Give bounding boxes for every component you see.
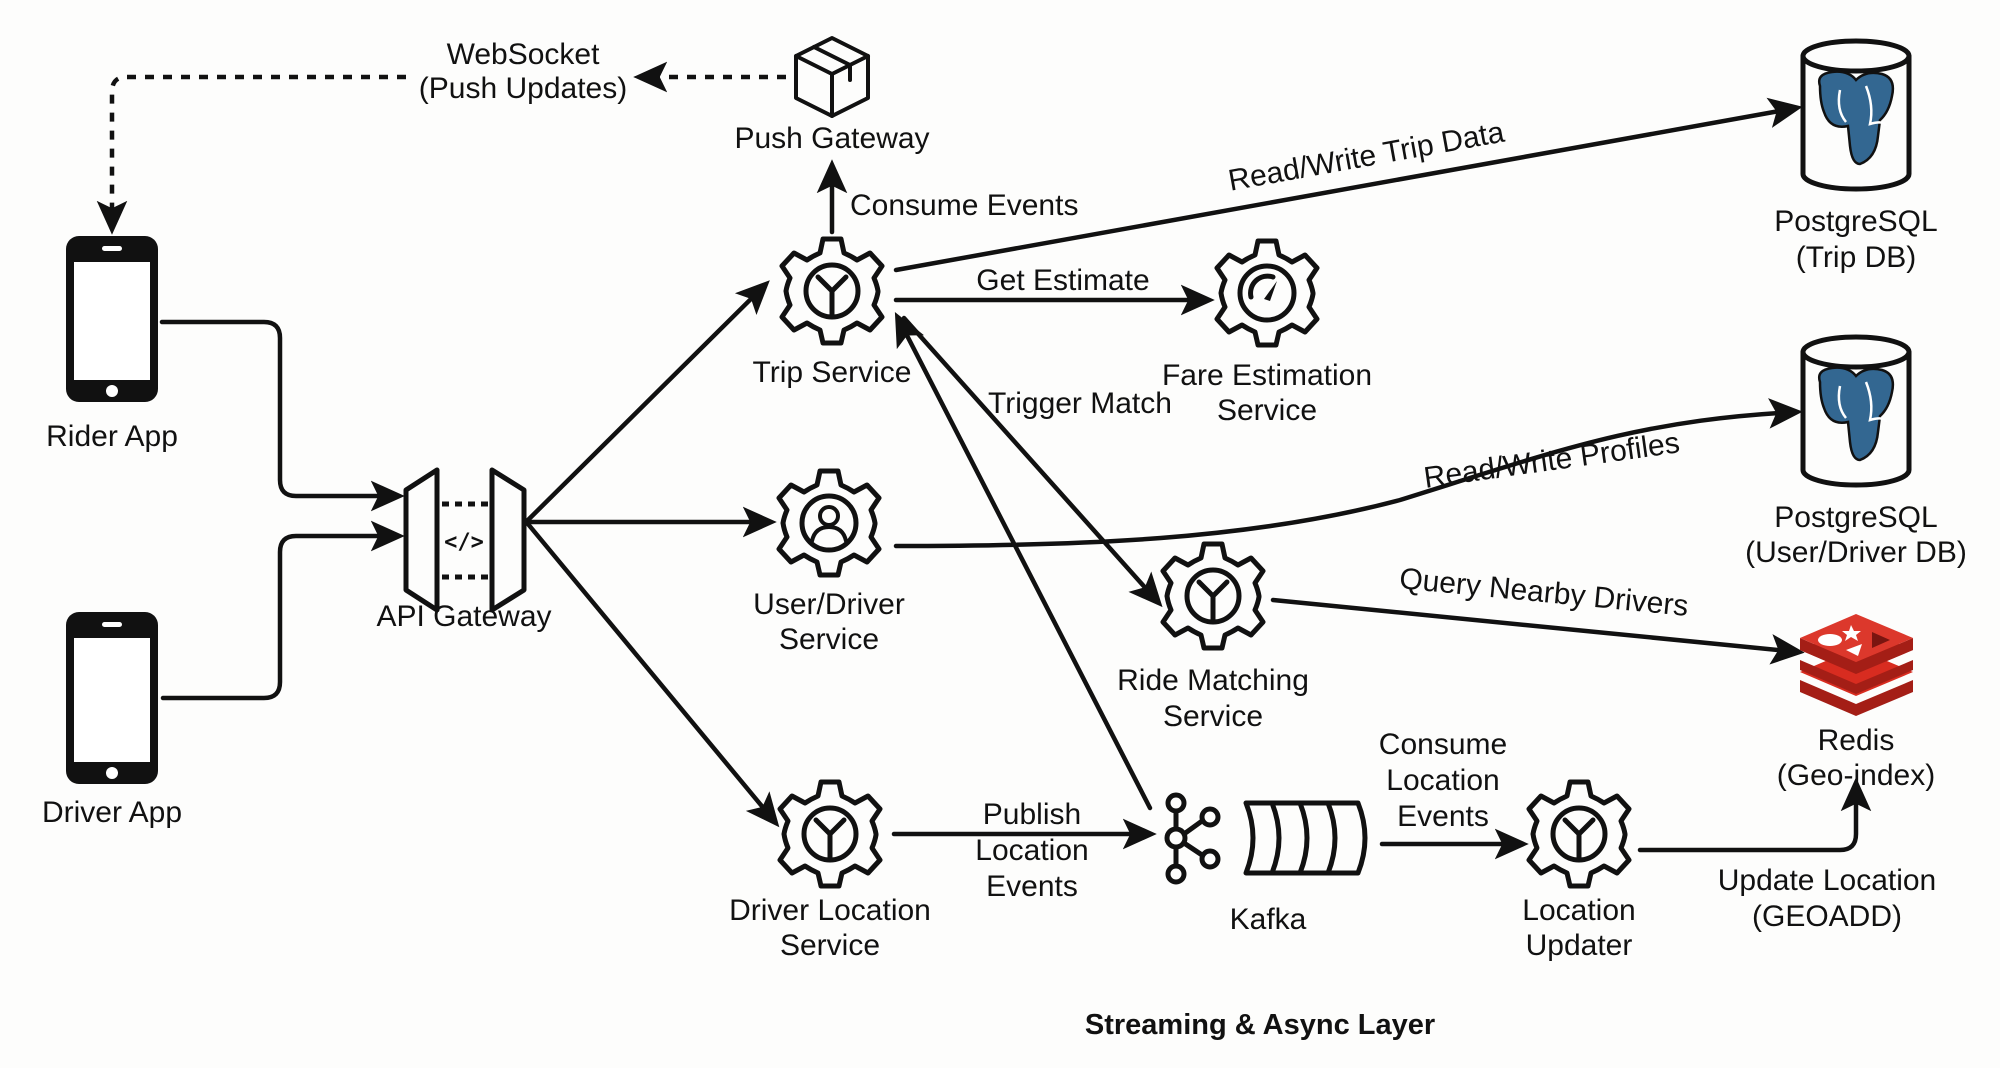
gear-icon xyxy=(1163,544,1263,648)
edge-trip-to-ride-matching xyxy=(901,315,1163,608)
edge-driver-to-api xyxy=(160,520,405,701)
streaming-layer-title: Streaming & Async Layer xyxy=(1085,1009,1435,1041)
node-label: Ride Matching xyxy=(1117,664,1309,697)
edge-label-update-location: Update Location xyxy=(1718,864,1937,897)
box-icon xyxy=(794,36,870,118)
queue-icon xyxy=(1243,800,1368,876)
gear-icon xyxy=(780,782,880,886)
edge-label-publish: Publish xyxy=(983,798,1081,831)
node-rider-app[interactable]: Rider App xyxy=(46,236,178,453)
edge-label-trigger-match: Trigger Match xyxy=(988,387,1172,420)
gear-icon xyxy=(1529,782,1629,886)
edge-label-publish-2: Location xyxy=(975,834,1088,867)
edge-label-consume-location: Consume xyxy=(1379,728,1507,761)
node-label: Redis xyxy=(1818,724,1895,757)
node-location-updater[interactable]: Location Updater xyxy=(1522,782,1636,962)
kafka-icon xyxy=(1164,792,1221,885)
edge-websocket-to-rider xyxy=(96,74,406,235)
edge-rider-to-api xyxy=(159,319,405,512)
node-label-line2: Service xyxy=(1163,700,1263,733)
postgresql-elephant-icon xyxy=(1818,366,1895,462)
node-label-line2: (Geo-index) xyxy=(1777,759,1935,792)
postgresql-database-icon xyxy=(1800,334,1912,488)
edge-label-websocket: WebSocket xyxy=(447,38,601,71)
node-label: Kafka xyxy=(1230,903,1307,936)
node-label: Push Gateway xyxy=(734,122,929,155)
edge-user-to-pg-user xyxy=(893,398,1803,549)
node-postgresql-trip-db[interactable]: PostgreSQL (Trip DB) xyxy=(1774,38,1938,274)
edge-label-query-nearby: Query Nearby Drivers xyxy=(1398,562,1690,623)
node-label: Location xyxy=(1522,894,1635,927)
node-label-line2: (User/Driver DB) xyxy=(1745,536,1967,569)
node-user-driver-service[interactable]: User/Driver Service xyxy=(753,471,905,656)
node-driver-location-service[interactable]: Driver Location Service xyxy=(729,782,931,962)
node-label-line2: (Trip DB) xyxy=(1796,241,1917,274)
node-redis[interactable]: Redis (Geo-index) xyxy=(1777,614,1935,792)
api-gateway-icon: </> xyxy=(403,467,527,613)
node-label: PostgreSQL xyxy=(1774,205,1937,238)
edge-label-websocket-sub: (Push Updates) xyxy=(419,72,627,105)
edge-api-to-driver-location xyxy=(525,521,780,828)
svg-text:</>: </> xyxy=(444,530,484,555)
edge-label-get-estimate: Get Estimate xyxy=(976,264,1149,297)
edge-kafka-to-trip xyxy=(894,311,1153,811)
smartphone-icon xyxy=(66,612,158,784)
node-label: Driver Location xyxy=(729,894,931,927)
node-label: PostgreSQL xyxy=(1774,501,1937,534)
node-ride-matching[interactable]: Ride Matching Service xyxy=(1117,544,1309,733)
node-api-gateway[interactable]: </> API Gateway xyxy=(376,467,552,633)
node-label: API Gateway xyxy=(376,600,551,633)
node-trip-service[interactable]: Trip Service xyxy=(753,239,912,389)
redis-icon xyxy=(1800,614,1913,716)
edge-label-update-location-2: (GEOADD) xyxy=(1752,900,1902,933)
node-label-line2: Service xyxy=(779,623,879,656)
node-kafka[interactable]: Kafka xyxy=(1164,792,1368,936)
node-postgresql-user-driver-db[interactable]: PostgreSQL (User/Driver DB) xyxy=(1745,334,1967,569)
node-label-line2: Service xyxy=(1217,394,1317,427)
edge-label-read-write-profiles: Read/Write Profiles xyxy=(1422,426,1682,495)
postgresql-elephant-icon xyxy=(1818,70,1895,166)
node-label: User/Driver xyxy=(753,588,905,621)
edge-ride-matching-to-redis xyxy=(1270,597,1805,665)
edge-label-consume-location-2: Location xyxy=(1386,764,1499,797)
node-label: Trip Service xyxy=(753,356,912,389)
node-fare-estimation[interactable]: Fare Estimation Service xyxy=(1162,241,1372,427)
gear-speedometer-icon xyxy=(1217,241,1317,345)
node-push-gateway[interactable]: Push Gateway xyxy=(734,36,930,155)
edge-trip-to-pg-trip xyxy=(893,97,1803,273)
gear-user-icon xyxy=(779,471,879,575)
edges xyxy=(96,61,1872,860)
edge-label-publish-3: Events xyxy=(986,870,1078,903)
node-driver-app[interactable]: Driver App xyxy=(42,612,182,829)
postgresql-database-icon xyxy=(1800,38,1912,192)
gear-icon xyxy=(782,239,882,343)
node-label: Driver App xyxy=(42,796,182,829)
edge-label-consume-location-3: Events xyxy=(1397,800,1489,833)
edge-label-consume-events: Consume Events xyxy=(850,189,1078,222)
node-label: Fare Estimation xyxy=(1162,359,1372,392)
edge-location-updater-to-redis xyxy=(1637,777,1872,853)
node-label-line2: Service xyxy=(780,929,880,962)
smartphone-icon xyxy=(66,236,158,402)
edge-api-to-trip xyxy=(525,280,770,523)
node-label-line2: Updater xyxy=(1526,929,1633,962)
node-label: Rider App xyxy=(46,420,178,453)
edge-labels: WebSocket (Push Updates) Consume Events … xyxy=(419,38,1936,933)
